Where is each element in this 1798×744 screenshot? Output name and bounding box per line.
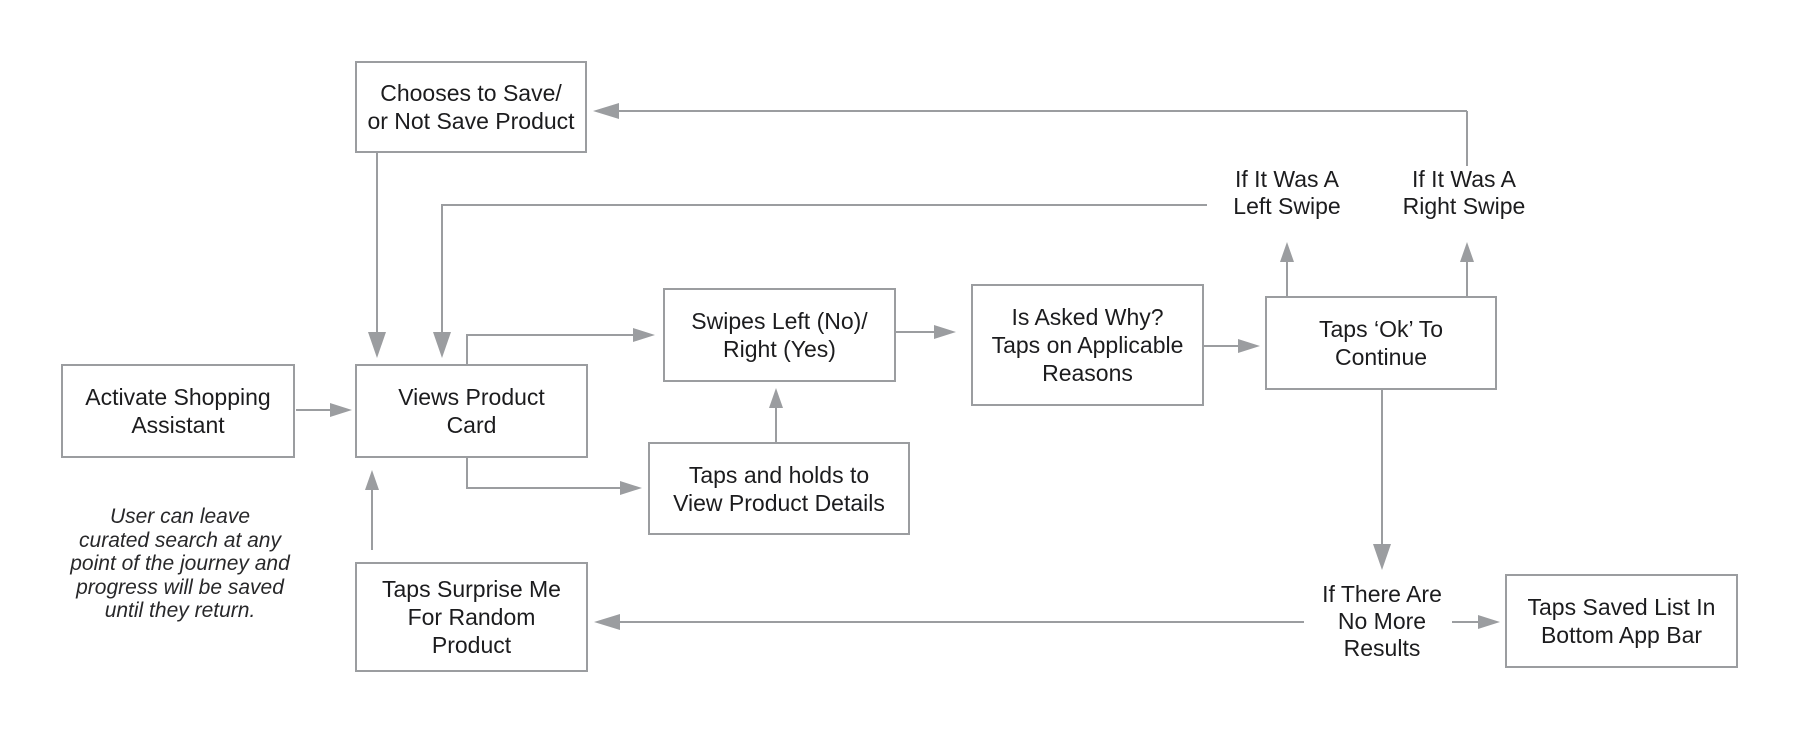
connector-leftswipe-to-views-hline [441, 204, 1207, 206]
connector-leftswipe-to-views-vline [441, 204, 443, 334]
arrowhead-activate-to-views [330, 403, 352, 417]
arrowhead-leftswipe-to-views [433, 332, 451, 358]
arrowhead-views-to-swipes [633, 328, 655, 342]
connector-tapsholds-to-swipes-line [775, 406, 777, 442]
connector-tapsok-to-leftswipe-line [1286, 260, 1288, 296]
connector-tapsok-to-nomore-line [1381, 390, 1383, 546]
arrowhead-rightswipe-to-chooses [593, 103, 619, 119]
arrowhead-chooses-to-views [368, 332, 386, 358]
connector-tapsok-to-rightswipe-line [1466, 260, 1468, 296]
connector-rightswipe-to-chooses-hline [617, 110, 1467, 112]
connector-views-to-tapsholds-vline [466, 458, 468, 488]
connector-nomore-to-surprise-line [618, 621, 1304, 623]
node-saved-list-label: Taps Saved List In Bottom App Bar [1527, 594, 1716, 648]
node-asked-why: Is Asked Why? Taps on Applicable Reasons [971, 284, 1204, 406]
arrowhead-tapsok-to-leftswipe [1280, 242, 1294, 262]
node-views-product-card: Views Product Card [355, 364, 588, 458]
label-no-more-results: If There Are No More Results [1322, 581, 1442, 661]
arrowhead-tapsholds-to-swipes [769, 388, 783, 408]
connector-views-to-swipes-hline [466, 334, 635, 336]
arrowhead-tapsok-to-nomore [1373, 544, 1391, 570]
connector-askedwhy-to-tapsok-line [1204, 345, 1240, 347]
node-activate-assistant: Activate Shopping Assistant [61, 364, 295, 458]
node-views-product-card-label: Views Product Card [398, 384, 545, 438]
note-progress-saved: User can leave curated search at any poi… [70, 505, 290, 622]
arrowhead-views-to-tapsholds [620, 481, 642, 495]
node-swipes-left-right: Swipes Left (No)/ Right (Yes) [663, 288, 896, 382]
connector-views-to-tapsholds-hline [466, 487, 622, 489]
node-saved-list: Taps Saved List In Bottom App Bar [1505, 574, 1738, 668]
node-chooses-to-save: Chooses to Save/ or Not Save Product [355, 61, 587, 153]
node-taps-ok: Taps ‘Ok’ To Continue [1265, 296, 1497, 390]
label-if-right-swipe: If It Was A Right Swipe [1402, 166, 1526, 219]
node-taps-ok-label: Taps ‘Ok’ To Continue [1319, 316, 1443, 370]
connector-surprise-to-views-line [371, 488, 373, 550]
node-swipes-left-right-label: Swipes Left (No)/ Right (Yes) [691, 308, 868, 362]
connector-nomore-to-savedlist-line [1452, 621, 1480, 623]
connector-views-to-swipes-vline [466, 335, 468, 364]
node-surprise-me-label: Taps Surprise Me For Random Product [382, 576, 561, 658]
connector-activate-to-views-line [296, 409, 332, 411]
connector-rightswipe-to-chooses-vline [1466, 111, 1468, 166]
arrowhead-nomore-to-savedlist [1478, 615, 1500, 629]
node-chooses-to-save-label: Chooses to Save/ or Not Save Product [367, 80, 575, 134]
arrowhead-swipes-to-askedwhy [934, 325, 956, 339]
connector-swipes-to-askedwhy-line [896, 331, 936, 333]
node-taps-and-holds-label: Taps and holds to View Product Details [673, 461, 885, 516]
arrowhead-askedwhy-to-tapsok [1238, 339, 1260, 353]
node-surprise-me: Taps Surprise Me For Random Product [355, 562, 588, 672]
node-activate-assistant-label: Activate Shopping Assistant [85, 384, 271, 438]
node-taps-and-holds: Taps and holds to View Product Details [648, 442, 910, 535]
node-asked-why-label: Is Asked Why? Taps on Applicable Reasons [991, 304, 1184, 386]
arrowhead-surprise-to-views [365, 470, 379, 490]
arrowhead-nomore-to-surprise [594, 614, 620, 630]
arrowhead-tapsok-to-rightswipe [1460, 242, 1474, 262]
connector-chooses-to-views-line [376, 153, 378, 334]
label-if-left-swipe: If It Was A Left Swipe [1233, 166, 1341, 219]
